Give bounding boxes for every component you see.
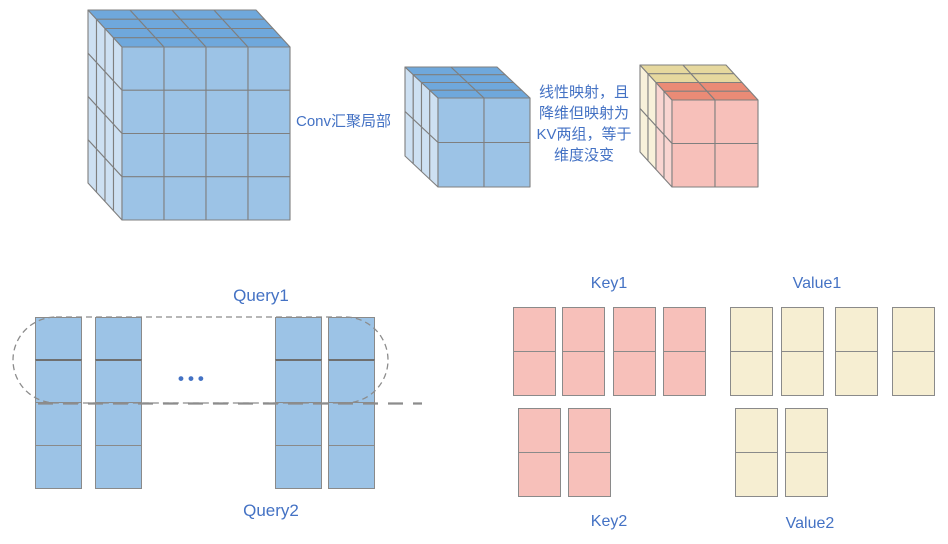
query-column-cell: [95, 317, 142, 361]
query-column-cell: [35, 317, 82, 361]
value1-column: [835, 307, 878, 396]
query-column-cell: [328, 402, 375, 446]
value1-column: [781, 307, 824, 396]
query-column: [328, 317, 375, 489]
value1-column-cell: [835, 351, 878, 396]
value1-column-cell: [892, 307, 935, 352]
value1-column-cell: [730, 307, 773, 352]
key1-column-cell: [513, 351, 556, 396]
key1-column-cell: [663, 307, 706, 352]
query-column-cell: [35, 402, 82, 446]
query-column-cell: [275, 445, 322, 489]
key2-column: [518, 408, 561, 497]
query-column: [275, 317, 322, 489]
value1-column-cell: [730, 351, 773, 396]
key1-column: [663, 307, 706, 396]
query-column-cell: [35, 359, 82, 403]
query-column-cell: [95, 445, 142, 489]
query-column-cell: [95, 402, 142, 446]
value1-column: [730, 307, 773, 396]
query-column: [95, 317, 142, 489]
value2-column-cell: [735, 408, 778, 453]
value1-column-cell: [781, 351, 824, 396]
value2-column-cell: [785, 452, 828, 497]
value1-column-cell: [835, 307, 878, 352]
key2-column-cell: [568, 452, 611, 497]
key1-column-cell: [613, 307, 656, 352]
key1-column: [513, 307, 556, 396]
query-column-cell: [328, 359, 375, 403]
query-column-cell: [95, 359, 142, 403]
key1-column-cell: [613, 351, 656, 396]
query-column-cell: [275, 402, 322, 446]
value2-column: [785, 408, 828, 497]
value2-column-cell: [735, 452, 778, 497]
key2-column: [568, 408, 611, 497]
query-column-cell: [328, 317, 375, 361]
value1-column-cell: [781, 307, 824, 352]
key2-column-cell: [518, 408, 561, 453]
query-column-cell: [275, 317, 322, 361]
key2-column-cell: [518, 452, 561, 497]
value2-column-cell: [785, 408, 828, 453]
key1-column: [613, 307, 656, 396]
value2-column: [735, 408, 778, 497]
key1-column: [562, 307, 605, 396]
key1-column-cell: [663, 351, 706, 396]
query-column-cell: [328, 445, 375, 489]
key1-column-cell: [562, 351, 605, 396]
key1-column-cell: [513, 307, 556, 352]
key1-column-cell: [562, 307, 605, 352]
key2-column-cell: [568, 408, 611, 453]
query-column-cell: [35, 445, 82, 489]
value1-column-cell: [892, 351, 935, 396]
query-column: [35, 317, 82, 489]
value1-column: [892, 307, 935, 396]
query-column-cell: [275, 359, 322, 403]
